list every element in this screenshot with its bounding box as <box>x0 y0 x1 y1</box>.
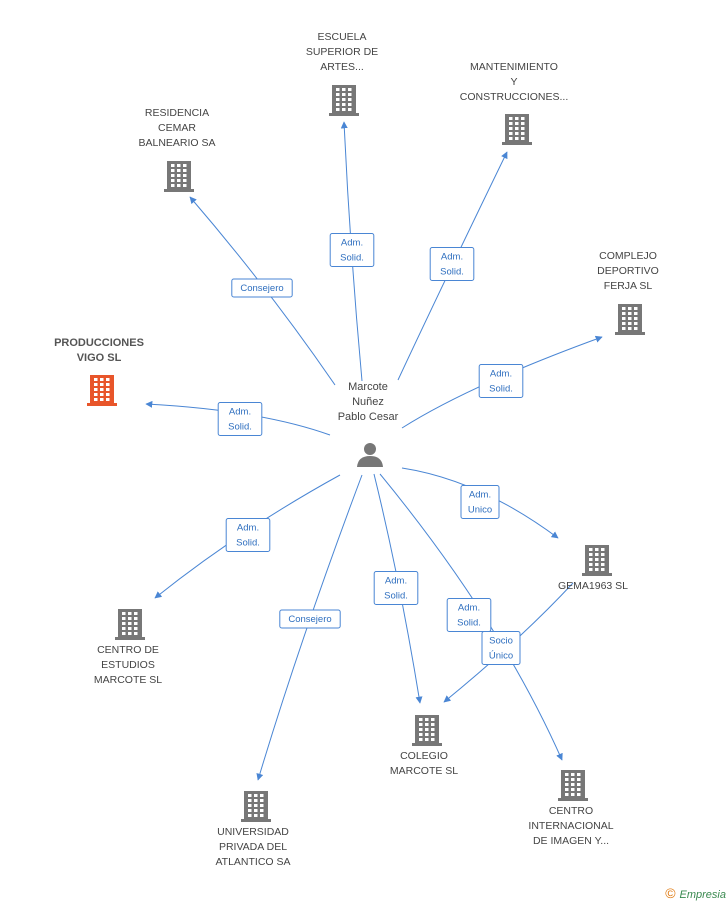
person-icon <box>357 443 383 467</box>
edge-escuela: Adm. Solid. <box>329 121 375 382</box>
node-complejo[interactable]: COMPLEJO DEPORTIVO FERJA SL <box>597 250 659 335</box>
edge-label: Adm. <box>490 369 512 380</box>
building-icon <box>558 770 588 801</box>
node-escuela[interactable]: ESCUELA SUPERIOR DE ARTES... <box>306 31 378 116</box>
node-label: MARCOTE SL <box>94 674 162 686</box>
edge-label: Adm. <box>458 603 480 614</box>
building-icon <box>582 545 612 576</box>
node-label: SUPERIOR DE <box>306 46 378 58</box>
node-universidad[interactable]: UNIVERSIDAD PRIVADA DEL ATLANTICO SA <box>215 791 291 868</box>
node-label: ATLANTICO SA <box>215 856 290 868</box>
edge-label: Solid. <box>489 384 513 395</box>
edge-residencia: Consejero <box>189 196 336 386</box>
node-label: DEPORTIVO <box>597 265 659 277</box>
node-label: PRIVADA DEL <box>219 841 287 853</box>
edge-label-box[interactable] <box>373 571 419 605</box>
node-residencia[interactable]: RESIDENCIA CEMAR BALNEARIO SA <box>138 107 216 192</box>
person-name-label: Pablo Cesar <box>338 411 399 423</box>
edge-label: Consejero <box>240 283 283 294</box>
edge-label: Adm. <box>385 576 407 587</box>
edge-mantenimiento: Adm. Solid. <box>397 151 508 381</box>
node-label: CENTRO <box>549 805 593 817</box>
edge-label-box[interactable] <box>225 518 271 552</box>
node-label: ARTES... <box>320 61 364 73</box>
node-label: COLEGIO <box>400 750 448 762</box>
node-colegio[interactable]: COLEGIO MARCOTE SL <box>390 715 458 777</box>
building-icon <box>329 85 359 116</box>
person-name-label: Nuñez <box>352 396 384 408</box>
edge-universidad: Consejero <box>256 474 363 781</box>
building-icon <box>412 715 442 746</box>
node-label: BALNEARIO SA <box>138 137 215 149</box>
node-label: RESIDENCIA <box>145 107 209 119</box>
edge-centro-estudios: Adm. Solid. <box>154 474 341 599</box>
edge-label: Solid. <box>228 422 252 433</box>
footer-brand[interactable]: ©Empresia <box>665 885 726 901</box>
edge-gema: Adm. Unico <box>401 467 559 539</box>
node-centro-internacional[interactable]: CENTRO INTERNACIONAL DE IMAGEN Y... <box>528 770 614 847</box>
node-centro-estudios[interactable]: CENTRO DE ESTUDIOS MARCOTE SL <box>94 609 162 686</box>
edge-label: Unico <box>468 505 492 516</box>
edge-label: Solid. <box>384 591 408 602</box>
edge-label: Solid. <box>440 267 464 278</box>
edge-colegio: Adm. Solid. <box>373 473 423 704</box>
node-label: GEMA1963 SL <box>558 580 628 592</box>
node-label: ESCUELA <box>317 31 366 43</box>
node-label: Y <box>510 76 517 88</box>
node-label: INTERNACIONAL <box>528 820 613 832</box>
edge-label-box[interactable] <box>481 631 521 665</box>
edge-line <box>256 474 363 781</box>
edge-label-box[interactable] <box>231 278 293 298</box>
edge-label: Adm. <box>441 252 463 263</box>
node-label: CONSTRUCCIONES... <box>460 91 569 103</box>
edge-label-box[interactable] <box>329 233 375 267</box>
edge-label: Consejero <box>288 614 331 625</box>
node-label: CEMAR <box>158 122 196 134</box>
edge-label: Adm. <box>229 407 251 418</box>
brand-name: Empresia <box>679 889 726 901</box>
edge-label: Socio <box>489 636 513 647</box>
node-label: UNIVERSIDAD <box>217 826 289 838</box>
copyright-symbol: © <box>665 885 676 901</box>
edge-label-box[interactable] <box>217 402 263 436</box>
building-icon <box>87 375 117 406</box>
node-label: DE IMAGEN Y... <box>533 835 609 847</box>
node-mantenimiento[interactable]: MANTENIMIENTO Y CONSTRUCCIONES... <box>460 61 569 145</box>
building-icon <box>164 161 194 192</box>
building-icon <box>115 609 145 640</box>
edge-label: Adm. <box>341 238 363 249</box>
node-label: COMPLEJO <box>599 250 657 262</box>
edge-centro-internacional: Adm. Solid. <box>379 473 563 761</box>
node-label: CENTRO DE <box>97 644 159 656</box>
edge-label-box[interactable] <box>279 609 341 629</box>
edge-label: Adm. <box>469 490 491 501</box>
edge-label-box[interactable] <box>478 364 524 398</box>
person-name-label: Marcote <box>348 381 388 393</box>
node-label: PRODUCCIONES <box>54 337 144 349</box>
node-label: ESTUDIOS <box>101 659 155 671</box>
edge-label: Solid. <box>340 253 364 264</box>
edge-label-box[interactable] <box>429 247 475 281</box>
edge-label-box[interactable] <box>460 485 500 519</box>
building-icon <box>615 304 645 335</box>
edge-producciones: Adm. Solid. <box>145 400 331 436</box>
building-icon <box>502 114 532 145</box>
node-label: FERJA SL <box>604 280 653 292</box>
node-producciones[interactable]: PRODUCCIONES VIGO SL <box>54 337 144 406</box>
building-icon <box>241 791 271 822</box>
edge-label: Solid. <box>457 618 481 629</box>
node-label: VIGO SL <box>77 352 122 364</box>
node-label: MANTENIMIENTO <box>470 61 558 73</box>
node-label: MARCOTE SL <box>390 765 458 777</box>
node-gema[interactable]: GEMA1963 SL <box>558 545 628 592</box>
edge-label: Adm. <box>237 523 259 534</box>
edge-label: Único <box>489 651 513 662</box>
edge-complejo: Adm. Solid. <box>401 335 603 429</box>
edge-label: Solid. <box>236 538 260 549</box>
edge-label-box[interactable] <box>446 598 492 632</box>
